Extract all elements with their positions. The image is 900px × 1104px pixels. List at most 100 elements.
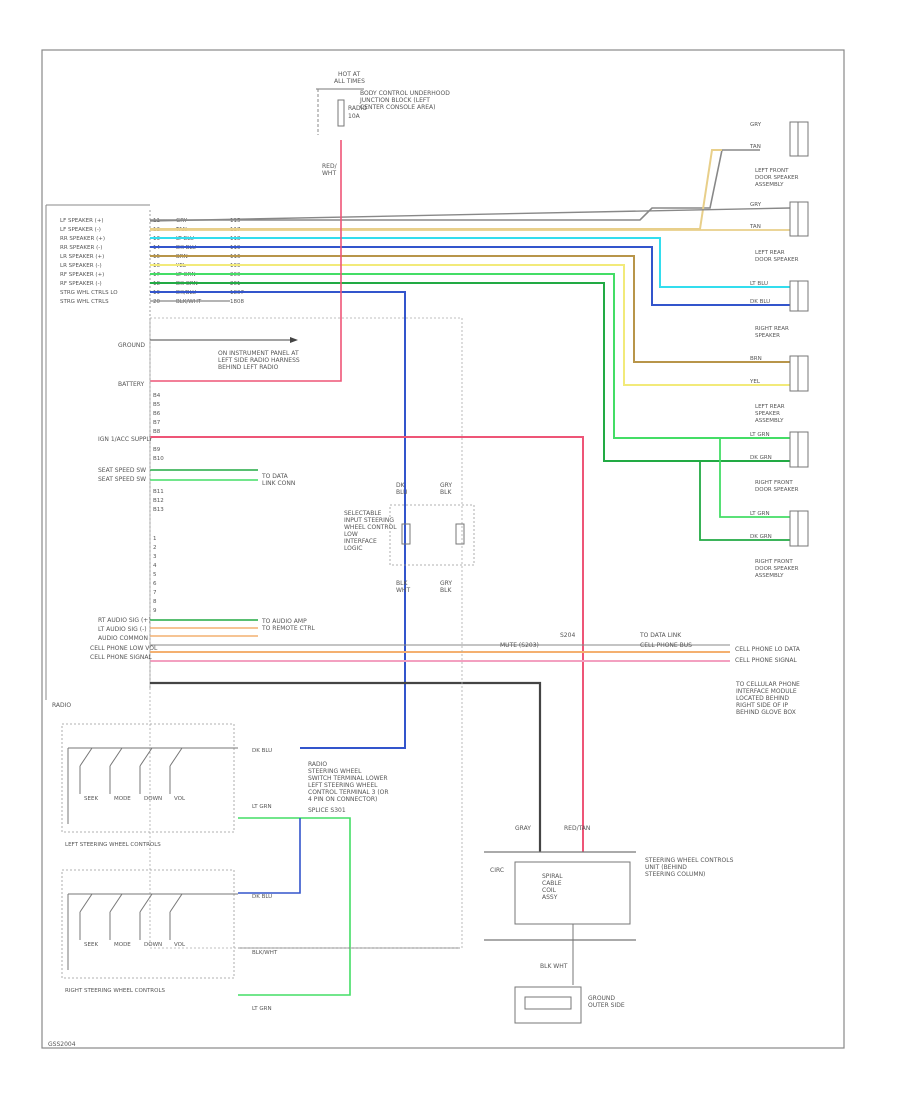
speaker-lr-wire-2: YEL [749, 379, 761, 385]
pin-c-1: BLK [396, 580, 408, 587]
pin-name: LR SPEAKER (-) [60, 263, 102, 269]
pin-num: 9 [153, 608, 157, 614]
center-5: INTERFACE [344, 538, 377, 545]
wire-lf-minus [150, 149, 722, 230]
cellphone-note-3: LOCATED BEHIND [736, 695, 789, 702]
pin-num: B10 [153, 456, 164, 462]
bus-note-2: TO REMOTE CTRL [261, 625, 316, 632]
steering-right-box [61, 869, 235, 979]
notes: ON INSTRUMENT PANEL AT LEFT SIDE RADIO H… [218, 350, 801, 832]
pin-c-2: WHT [396, 587, 410, 594]
cellphone-note-4: RIGHT SIDE OF IP [736, 702, 788, 709]
pin-num: 7 [153, 590, 157, 596]
label-rp-audio: RT AUDIO SIG (+) [98, 617, 151, 624]
steering-right-wire: LT GRN [252, 1006, 272, 1012]
fuse-note-1: BODY CONTROL UNDERHOOD [360, 90, 450, 97]
steering-left-switch [79, 747, 93, 767]
speaker-lf-name: DOOR SPEAKER [755, 257, 799, 263]
speaker-rf-name: DOOR SPEAKER [755, 487, 799, 493]
pin-num: B5 [153, 402, 161, 408]
interface-module-dashed [389, 504, 475, 566]
pin-circuit: 115 [230, 218, 241, 224]
steering-left-wire: LT GRN [252, 804, 272, 810]
speaker-rf2-wire-2: DK GRN [750, 534, 772, 540]
speaker-lf-wire-2: TAN [749, 224, 761, 230]
bottom-center-1: GRAY [515, 825, 531, 832]
pin-num: B12 [153, 498, 164, 504]
wire-rf-plus [150, 273, 790, 439]
amp-note-3: STEERING COLUMN) [645, 871, 705, 878]
pin-num: B6 [153, 411, 161, 417]
center-2: INPUT STEERING [344, 517, 394, 524]
cell-to-4: CELL PHONE SIGNAL [735, 657, 797, 664]
pin-b-2: BLK [440, 489, 452, 496]
pin-b-1: GRY [440, 482, 452, 489]
cell-to-1: TO DATA LINK [639, 632, 682, 639]
steering-right-label: SEEK [84, 942, 98, 948]
spliced-label: SPLICE S301 [308, 807, 346, 814]
footer-code: GSS2004 [48, 1041, 76, 1048]
wire-lr-minus [150, 264, 790, 386]
speaker-rf2-name: RIGHT FRONT [755, 559, 793, 565]
steering-left-label: SEEK [84, 796, 98, 802]
pin-name: LR SPEAKER (+) [60, 254, 104, 260]
amp-note-1: STEERING WHEEL CONTROLS [645, 857, 734, 864]
wire-lf-door-plus [149, 207, 791, 222]
steering-right-wire: BLK/WHT [252, 950, 278, 956]
ground-note-1: ON INSTRUMENT PANEL AT [218, 350, 299, 357]
pin-number: 20 [153, 299, 160, 305]
speaker-rf2-name: DOOR SPEAKER [755, 566, 799, 572]
steering-left-box [61, 723, 235, 833]
steering-right-switch [79, 893, 93, 913]
cellphone-note-5: BEHIND GLOVE BOX [736, 709, 796, 716]
label-sw-2: SEAT SPEED SW [98, 476, 146, 483]
interface-resistor-a [401, 523, 411, 545]
steering-note-5: CONTROL TERMINAL 3 (OR [308, 789, 389, 796]
steering-note-4: LEFT STEERING WHEEL [308, 782, 378, 789]
speaker-rr-wire-2: DK BLU [750, 299, 770, 305]
ground-label-1: GROUND [588, 995, 615, 1002]
bottom-center-2: RED/TAN [564, 825, 590, 832]
pin-num: B13 [153, 507, 164, 513]
pin-name: LF SPEAKER (+) [60, 218, 104, 224]
fuse-wire-label-2: WHT [322, 170, 336, 177]
center-3: WHEEL CONTROL [344, 524, 397, 531]
label-sw-1: SEAT SPEED SW [98, 467, 146, 474]
pin-name: RF SPEAKER (+) [60, 272, 104, 278]
amp-box [514, 861, 631, 925]
wire-lf-plus [150, 149, 760, 221]
steering-right-wire: DK BLU [252, 894, 272, 900]
pin-d-1: GRY [440, 580, 452, 587]
interface-resistor-b [455, 523, 465, 545]
steering-right-title: RIGHT STEERING WHEEL CONTROLS [65, 988, 166, 994]
speaker-lr-name: SPEAKER [755, 411, 780, 417]
cellphone-note-2: INTERFACE MODULE [736, 688, 797, 695]
steering-left-switch [169, 747, 183, 767]
fuse-symbol [337, 99, 345, 127]
steering-right-label: VOL [174, 942, 186, 948]
steering-left-switch [109, 747, 123, 767]
amp-label-2: CABLE [542, 880, 562, 887]
fuse-block: HOT AT ALL TIMES RADIO 10A BODY CONTROL … [316, 71, 450, 177]
bus-note-1: TO AUDIO AMP [261, 618, 307, 625]
pin-a-2: BLU [396, 489, 408, 496]
splice-bus: S204 [560, 632, 575, 639]
cell-to-3: CELL PHONE LO DATA [735, 646, 801, 653]
class2-1: TO DATA [261, 473, 289, 480]
steering-note-6: 4 PIN ON CONNECTOR) [308, 796, 377, 803]
speaker-lf-wire-1: GRY [750, 202, 762, 208]
interface-module [389, 504, 475, 566]
wire-ground-amp [150, 681, 542, 852]
steering-right-label: MODE [114, 942, 131, 948]
amp-note-2: UNIT (BEHIND [645, 864, 687, 871]
speaker-lf-top-name: LEFT FRONT [755, 168, 789, 174]
ground-label-2: OUTER SIDE [588, 1002, 625, 1009]
fuse-wire-label-1: RED/ [322, 163, 338, 170]
center-1: SELECTABLE [344, 510, 382, 517]
speaker-rf2-wire-1: LT GRN [750, 511, 770, 517]
pin-num: B7 [153, 420, 161, 426]
wire-steering-blue [238, 818, 301, 894]
